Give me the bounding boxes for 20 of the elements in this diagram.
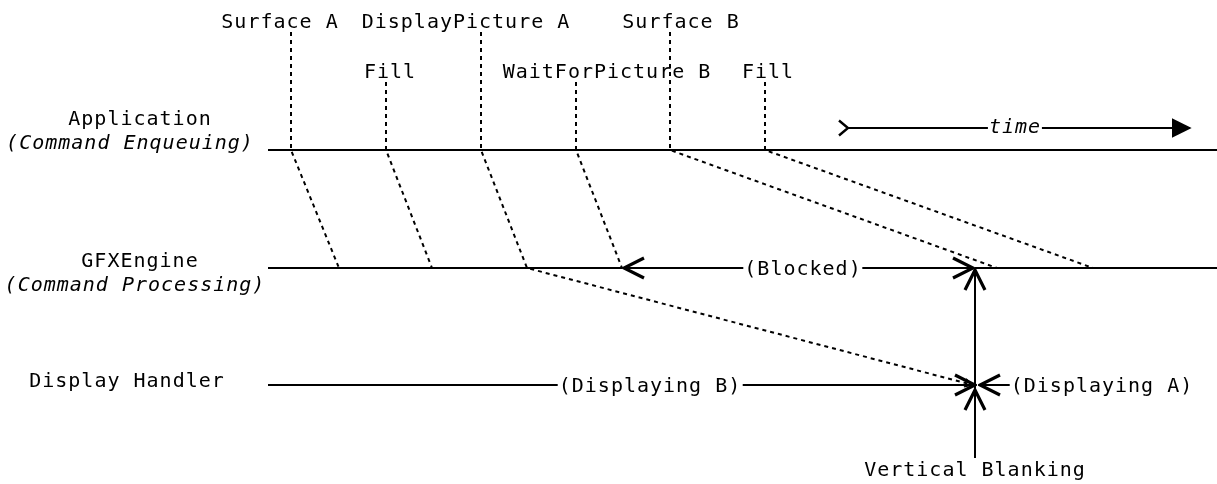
span-label: (Blocked) — [743, 257, 863, 279]
lane-label: GFXEngine — [81, 249, 199, 271]
lane-subtitle: (Command Processing) — [4, 273, 266, 295]
command-label: DisplayPicture A — [361, 10, 571, 32]
lane-label: Display Handler — [29, 369, 225, 391]
dotted-connector — [764, 81, 1094, 269]
dotted-connector — [290, 31, 340, 269]
dotted-connector — [385, 81, 433, 269]
command-label: Surface B — [622, 10, 740, 32]
command-label: Fill — [363, 60, 417, 82]
span-label: (Displaying B) — [557, 374, 743, 396]
lane-label: Application — [68, 107, 212, 129]
command-label: Surface A — [221, 10, 339, 32]
command-label: WaitForPicture B — [502, 60, 712, 82]
dotted-connector — [575, 81, 623, 269]
command-label: Fill — [741, 60, 795, 82]
lane-subtitle: (Command Enqueuing) — [6, 131, 254, 153]
arrow — [963, 268, 987, 459]
dotted-connector — [669, 31, 998, 269]
event-label: Vertical Blanking — [864, 458, 1086, 480]
